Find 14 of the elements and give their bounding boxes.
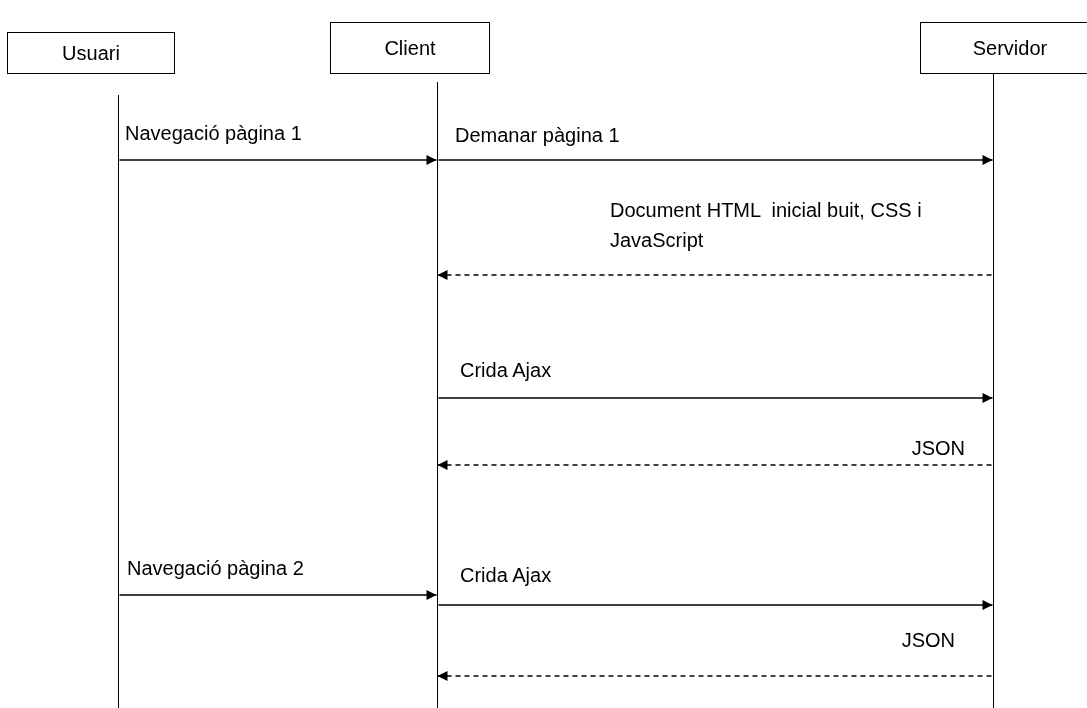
lifeline [118, 95, 119, 708]
participant-box: Servidor [920, 22, 1087, 74]
arrow [437, 393, 994, 403]
arrow [437, 600, 994, 610]
arrow [118, 590, 438, 600]
arrow [437, 155, 994, 165]
dashed-arrow [436, 270, 993, 280]
lifeline [993, 74, 994, 708]
participant-box: Client [330, 22, 490, 74]
dashed-arrow [436, 460, 993, 470]
participant-box: Usuari [7, 32, 175, 74]
arrow [118, 155, 438, 165]
lifeline [437, 82, 438, 708]
dashed-arrow [436, 671, 993, 681]
